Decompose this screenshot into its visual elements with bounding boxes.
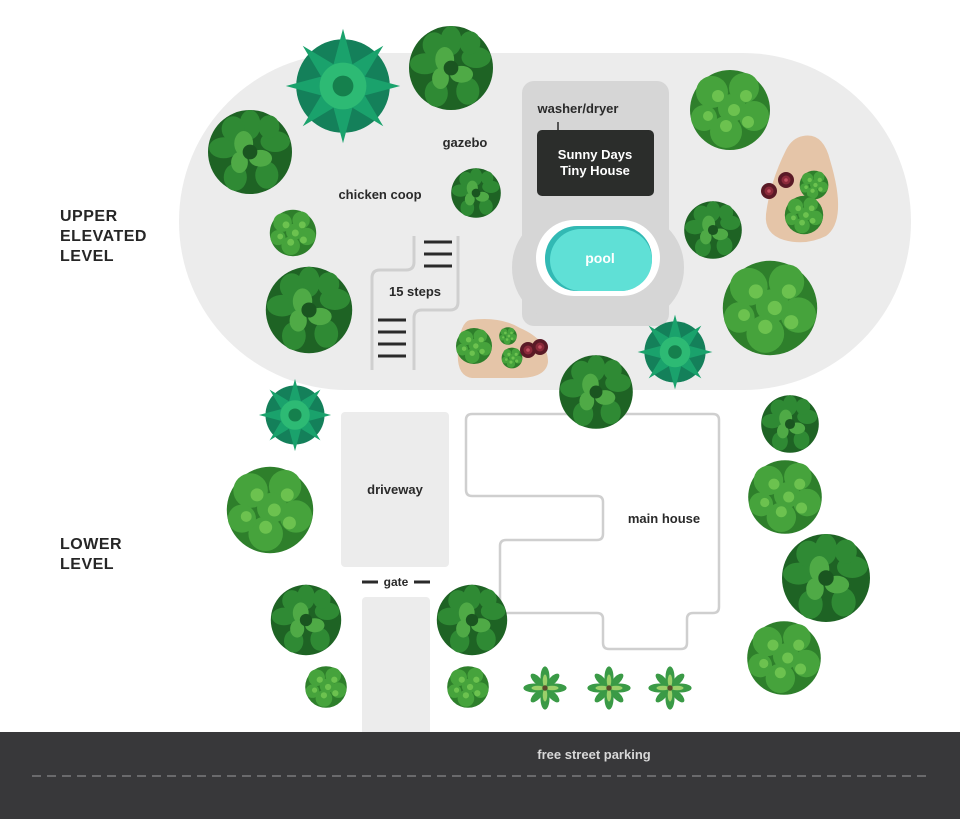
- driveway-area: [341, 412, 449, 567]
- tiny-house-label-line1: Sunny Days: [558, 147, 632, 162]
- walkway-area: [362, 597, 430, 737]
- palm-tree-icon: [258, 378, 332, 452]
- lower-level-word-1: LOWER: [60, 536, 123, 553]
- bush-icon: [226, 466, 314, 554]
- bush-icon: [690, 70, 770, 150]
- pool-label: pool: [585, 250, 615, 266]
- stairs-path-left: [370, 236, 416, 370]
- bush-icon: [499, 327, 517, 345]
- tree-icon: [761, 395, 819, 453]
- bush-icon: [447, 666, 489, 708]
- chicken-coop-label: chicken coop: [338, 187, 421, 202]
- bush-icon: [784, 195, 824, 235]
- main-house-outline: [464, 412, 721, 651]
- upper-level-word-3: LEVEL: [60, 248, 115, 265]
- tree-icon: [684, 201, 742, 259]
- succulent-icon: [648, 666, 692, 710]
- succulent-icon: [523, 666, 567, 710]
- lower-level-word-2: LEVEL: [60, 556, 115, 573]
- flower-icon: [778, 172, 794, 188]
- tree-icon: [208, 110, 292, 194]
- bush-icon: [722, 260, 818, 356]
- bush-icon: [747, 621, 821, 695]
- tree-icon: [409, 26, 493, 111]
- bush-icon: [748, 460, 822, 534]
- street-parking-label: free street parking: [537, 747, 650, 762]
- steps-label: 15 steps: [389, 284, 441, 299]
- steps-markers: [378, 240, 452, 358]
- washer-dryer-label: washer/dryer: [537, 101, 619, 116]
- tree-icon: [559, 355, 633, 429]
- upper-level-word-2: ELEVATED: [60, 228, 147, 245]
- tiny-house: [537, 130, 654, 196]
- bush-icon: [305, 666, 347, 708]
- stairs-path-right: [412, 236, 460, 370]
- gazebo-label: gazebo: [443, 135, 488, 150]
- bush-icon: [456, 328, 492, 364]
- tree-icon: [270, 584, 342, 656]
- gate-label: gate: [384, 575, 409, 589]
- bush-icon: [799, 170, 829, 200]
- bush-icon: [269, 209, 317, 257]
- bush-icon: [501, 347, 523, 369]
- lower-level-heading: LOWER LEVEL: [60, 535, 122, 575]
- upper-level-heading: UPPER ELEVATED LEVEL: [60, 207, 147, 267]
- flower-icon: [532, 339, 548, 355]
- palm-tree-icon: [285, 28, 401, 144]
- tree-icon: [782, 534, 870, 622]
- succulent-icon: [587, 666, 631, 710]
- pool-water: [550, 229, 652, 291]
- upper-level-word-1: UPPER: [60, 208, 118, 225]
- palm-tree-icon: [637, 314, 713, 390]
- tree-icon: [451, 168, 501, 218]
- tree-icon: [436, 584, 508, 656]
- main-house-label: main house: [628, 511, 700, 526]
- tree-icon: [265, 266, 353, 354]
- flower-icon: [761, 183, 777, 199]
- driveway-label: driveway: [367, 482, 423, 497]
- tiny-house-label-line2: Tiny House: [560, 163, 630, 178]
